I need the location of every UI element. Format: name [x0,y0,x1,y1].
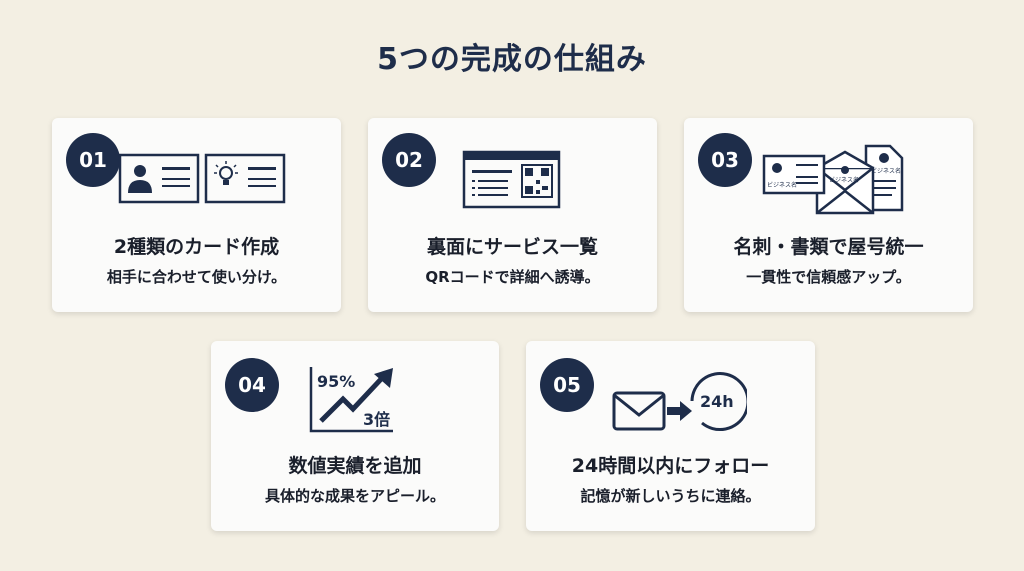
step-number-badge: 03 [698,133,752,187]
page-title: 5つの完成の仕組み [377,42,647,77]
step-heading: 数値実績を追加 [288,455,422,477]
step-subtitle: 記憶が新しいうちに連絡。 [580,487,761,505]
step-number-badge: 01 [66,133,120,187]
mail-to-clock-icon: 24h [612,372,747,431]
svg-text:95%: 95% [317,372,355,391]
step-card-04: 04 95% 3倍 数値実績を追加 具体的な成果をアピール。 [211,341,499,531]
step-number-badge: 05 [540,358,594,412]
svg-text:ビジネス名: ビジネス名 [767,181,797,189]
step-number-badge: 04 [225,358,279,412]
step-subtitle: 一貫性で信頼感アップ。 [746,268,911,286]
branded-stationery-icon: ビジネス名 ビジネス名 ビジネス名 [762,144,904,215]
step-card-02: 02 裏面にサービス一覧 QRコードで詳細へ誘導。 [368,118,657,312]
step-heading: 24時間以内にフォロー [571,455,770,477]
svg-text:ビジネス名: ビジネス名 [829,176,859,184]
step-subtitle: 相手に合わせて使い分け。 [106,268,287,286]
step-card-03: 03 ビジネス名 ビジネス名 ビジネス名 名刺・書類で屋号統一 一貫性で信頼感ア… [684,118,973,312]
step-subtitle: 具体的な成果をアピール。 [264,487,445,505]
step-card-01: 01 2種類のカード作成 相手に合わせて使い分け。 [52,118,341,312]
step-heading: 2種類のカード作成 [113,236,280,258]
step-heading: 名刺・書類で屋号統一 [733,236,924,258]
card-with-qr-code-icon [462,150,561,209]
svg-text:ビジネス名: ビジネス名 [871,167,901,175]
two-business-cards-icon [118,153,286,204]
growth-chart-icon: 95% 3倍 [309,367,393,433]
step-subtitle: QRコードで詳細へ誘導。 [425,268,600,286]
step-card-05: 05 24h 24時間以内にフォロー 記憶が新しいうちに連絡。 [526,341,815,531]
svg-text:3倍: 3倍 [363,410,390,429]
svg-text:24h: 24h [700,392,734,411]
step-number-badge: 02 [382,133,436,187]
step-heading: 裏面にサービス一覧 [426,236,598,258]
